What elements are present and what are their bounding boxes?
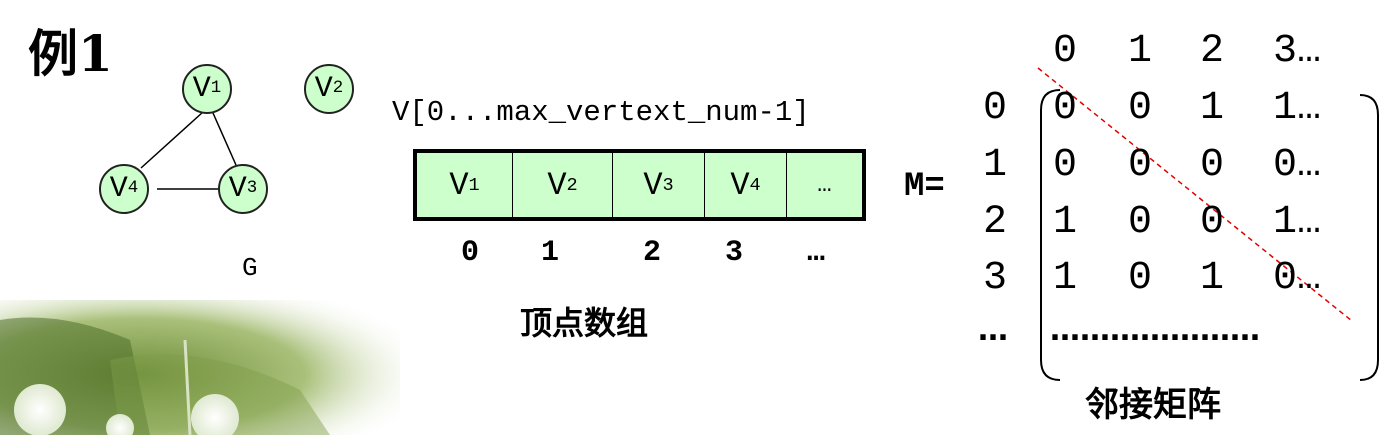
matrix-diagonal [1037, 67, 1353, 322]
matrix-cell-2-1: 0 [1128, 200, 1153, 245]
vertex-v1-sub: 1 [210, 79, 222, 99]
vertex-array-caption: 顶点数组 [520, 304, 649, 342]
matrix-cell-1-1: 0 [1128, 143, 1153, 188]
matrix-left-bracket [1040, 89, 1061, 381]
matrix-col-header-3: 3… [1273, 29, 1322, 74]
matrix-cell-1-0: 0 [1053, 143, 1078, 188]
array-index-0: 0 [461, 236, 480, 270]
matrix-cell-2-3: 1… [1273, 200, 1322, 245]
vertex-v2-name: V [314, 72, 333, 106]
matrix-row-header-0: 0 [983, 86, 1008, 131]
matrix-cell-0-3: 1… [1273, 86, 1322, 131]
matrix-label: M= [904, 168, 945, 206]
decorative-flower-image [0, 300, 400, 435]
matrix-cell-1-2: 0 [1200, 143, 1225, 188]
vertex-v4-name: V [109, 172, 128, 206]
matrix-cell-0-2: 1 [1200, 86, 1225, 131]
array-index-3: 3 [725, 236, 744, 270]
vertex-v3-sub: 3 [246, 179, 258, 199]
array-cell-3-name: V [730, 166, 750, 204]
matrix-row-header-3: 3 [983, 256, 1008, 301]
matrix-cell-3-1: 0 [1128, 256, 1153, 301]
edge-v1-v4 [140, 111, 204, 169]
array-cell-1-sub: 2 [566, 174, 578, 196]
array-cell-0-sub: 1 [468, 174, 480, 196]
matrix-cell-3-0: 1 [1053, 256, 1078, 301]
matrix-last-row: ………………… [1050, 313, 1260, 348]
matrix-caption: 邻接矩阵 [1085, 385, 1221, 425]
matrix-cell-1-3: 0… [1273, 143, 1322, 188]
example-title: 例1 [28, 24, 113, 83]
vertex-v1-name: V [192, 72, 211, 106]
matrix-right-bracket [1359, 94, 1379, 381]
array-cell-3-sub: 4 [749, 174, 761, 196]
vertex-v2-sub: 2 [332, 79, 344, 99]
matrix-row-header-4: … [978, 313, 1008, 348]
matrix-row-header-1: 1 [983, 143, 1008, 188]
array-cell-2-name: V [643, 166, 663, 204]
array-cell-4-name: … [817, 171, 832, 199]
matrix-col-header-2: 2 [1200, 29, 1225, 74]
matrix-cell-2-0: 1 [1053, 200, 1078, 245]
matrix-cell-3-3: 0… [1273, 256, 1322, 301]
array-cell-0-name: V [449, 166, 469, 204]
matrix-cell-3-2: 1 [1200, 256, 1225, 301]
edge-v1-v3 [212, 112, 237, 166]
array-cell-4: … [787, 153, 862, 217]
vertex-array-title: V[0...max_vertext_num-1] [392, 96, 810, 129]
array-cell-1-name: V [547, 166, 567, 204]
graph-label: G [242, 253, 258, 283]
array-index-1: 1 [541, 236, 560, 270]
vertex-v3-name: V [228, 172, 247, 206]
vertex-v4-sub: 4 [127, 179, 139, 199]
matrix-cell-2-2: 0 [1200, 200, 1225, 245]
matrix-row-header-2: 2 [983, 200, 1008, 245]
array-index-4: … [807, 236, 826, 270]
matrix-cell-0-0: 0 [1053, 86, 1078, 131]
matrix-col-header-0: 0 [1053, 29, 1078, 74]
matrix-col-header-1: 1 [1128, 29, 1153, 74]
array-cell-2-sub: 3 [662, 174, 674, 196]
matrix-cell-0-1: 0 [1128, 86, 1153, 131]
array-index-2: 2 [643, 236, 662, 270]
